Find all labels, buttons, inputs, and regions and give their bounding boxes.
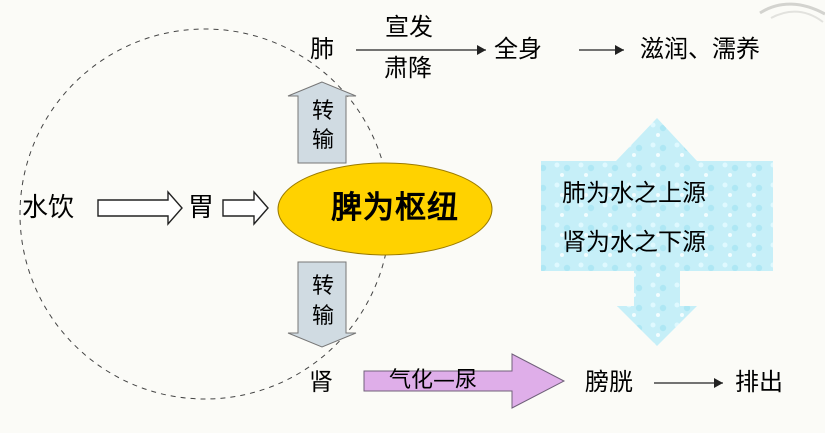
intake-arrow-one xyxy=(97,190,183,226)
bladder-output-arrowhead xyxy=(714,378,723,388)
qi-transformation-arrow xyxy=(363,353,566,409)
body-result-arrowhead xyxy=(615,45,624,55)
corner-decoration xyxy=(759,2,825,16)
spleen-hub-ellipse xyxy=(277,162,493,256)
water-drink-label: 水饮 xyxy=(22,193,75,223)
bladder-label: 膀胱 xyxy=(585,368,633,396)
stomach-label: 胃 xyxy=(188,193,215,223)
upward-transport-char-two: 输 xyxy=(312,128,335,153)
upward-transport-arrow xyxy=(287,81,357,164)
intake-arrow-two xyxy=(222,190,269,226)
downward-transport-arrow xyxy=(287,261,357,348)
whole-body-label: 全身 xyxy=(494,35,542,63)
descending-label: 肃降 xyxy=(384,54,432,82)
spleen-hub-label: 脾为枢纽 xyxy=(331,190,459,226)
qi-transformation-label: 气化—尿 xyxy=(389,368,478,393)
kidney-label: 肾 xyxy=(309,368,333,396)
nourish-label: 滋润、濡养 xyxy=(640,35,760,63)
downward-transport-char-two: 输 xyxy=(312,304,335,329)
upward-transport-char-one: 转 xyxy=(312,99,335,124)
downward-transport-char-one: 转 xyxy=(312,274,335,299)
lung-source-summary: 肺为水之上源 xyxy=(562,179,706,207)
source-summary-background xyxy=(541,161,773,271)
excretion-label: 排出 xyxy=(735,368,783,396)
corner-decoration-line xyxy=(770,10,824,23)
lung-label: 肺 xyxy=(310,35,334,63)
lung-action-arrowhead xyxy=(477,45,486,55)
kidney-source-summary: 肾为水之下源 xyxy=(562,228,706,256)
dispersion-label: 宣发 xyxy=(385,13,433,41)
